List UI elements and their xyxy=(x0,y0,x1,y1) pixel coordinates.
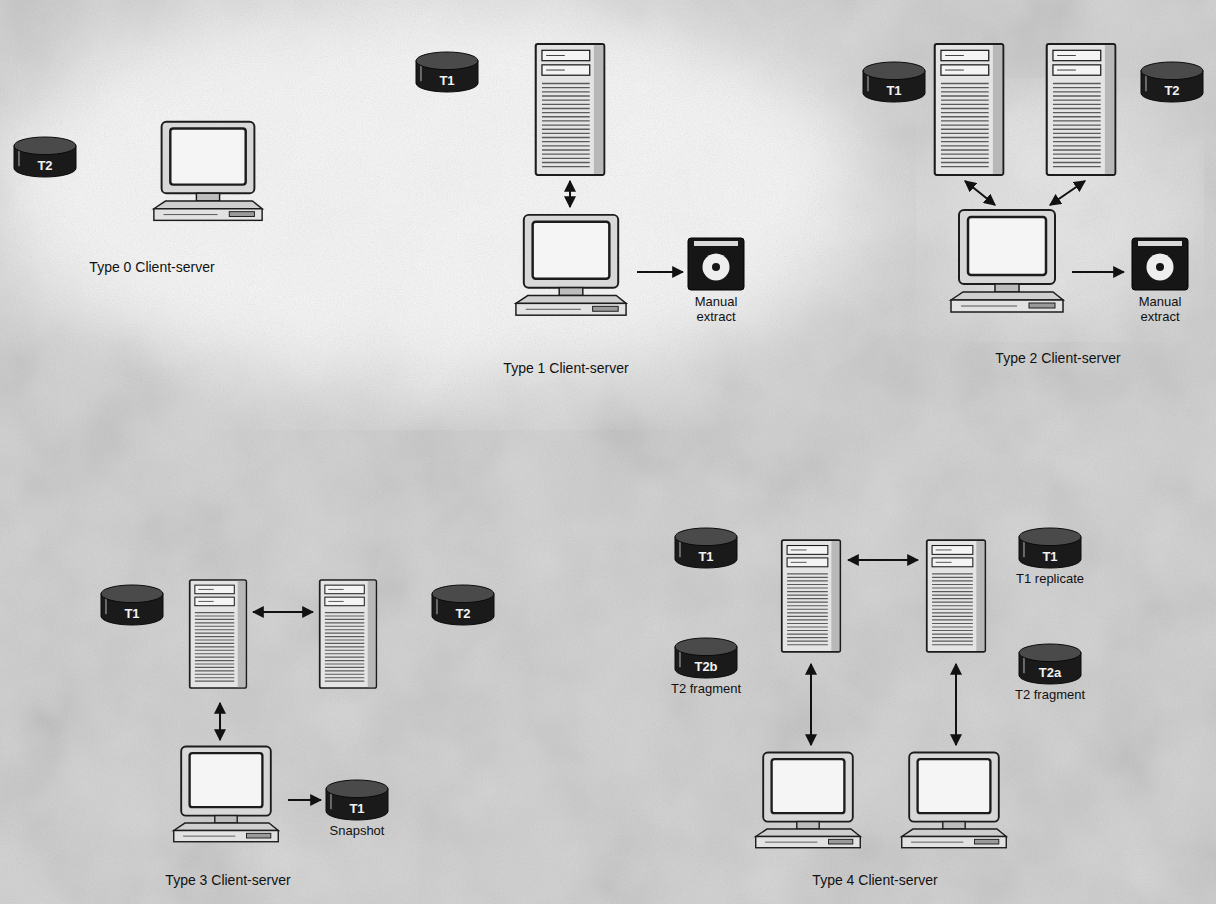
cylinder-top xyxy=(863,62,925,80)
database-cylinder: T1 xyxy=(675,528,737,568)
caption-text: Type 4 Client-server xyxy=(812,872,937,889)
server-tower xyxy=(935,44,1004,175)
table-name: T1 xyxy=(698,549,713,564)
arrow xyxy=(965,181,995,205)
floppy-hub xyxy=(1146,253,1173,280)
arrow xyxy=(955,664,957,745)
cylinder-highlight xyxy=(1023,541,1025,557)
cylinder-highlight xyxy=(420,65,422,81)
cylinder-highlight xyxy=(436,598,438,614)
table-name: T1 xyxy=(349,801,364,816)
arrow xyxy=(848,559,918,561)
cylinder-top xyxy=(326,780,388,798)
server-tower xyxy=(927,540,985,652)
floppy-strip xyxy=(1138,241,1182,246)
cylinder-top xyxy=(675,638,737,656)
cylinder-highlight xyxy=(18,150,20,166)
server-tower xyxy=(320,580,377,688)
floppy-strip xyxy=(694,241,738,246)
database-cylinder: T1Snapshot xyxy=(326,780,388,820)
cylinder-top xyxy=(416,52,478,70)
cylinder-top xyxy=(101,585,163,603)
client-computer xyxy=(174,747,279,842)
client-computer xyxy=(756,753,861,848)
cylinder-top xyxy=(1019,644,1081,662)
floppy-spindle xyxy=(712,263,720,271)
client-computer xyxy=(902,753,1007,848)
cylinder-highlight xyxy=(679,541,681,557)
cylinder-top xyxy=(14,137,76,155)
database-cylinder: T1 xyxy=(863,62,925,102)
cylinder-highlight xyxy=(679,651,681,667)
server-tower xyxy=(782,540,840,652)
cylinder-top xyxy=(432,585,494,603)
floppy-outline xyxy=(1132,238,1188,290)
server-tower xyxy=(536,44,605,175)
cylinder-highlight xyxy=(867,75,869,91)
floppy-outline xyxy=(688,238,744,290)
table-name: T2 xyxy=(37,158,52,173)
arrow xyxy=(1050,181,1085,205)
note-text: T2 fragment xyxy=(1015,687,1085,702)
table-name: T2b xyxy=(694,659,717,674)
database-cylinder: T1 xyxy=(101,585,163,625)
client-computer xyxy=(516,215,626,315)
floppy-disk: Manual extract xyxy=(688,238,744,290)
database-cylinder: T1T1 replicate xyxy=(1019,528,1081,568)
table-name: T1 xyxy=(886,83,901,98)
database-cylinder: T2 xyxy=(14,137,76,177)
table-name: T2 xyxy=(455,606,470,621)
arrow xyxy=(219,703,221,740)
floppy-body xyxy=(1132,238,1188,290)
caption-text: Type 3 Client-server xyxy=(165,872,290,889)
database-cylinder: T2aT2 fragment xyxy=(1019,644,1081,684)
note-text: Manual extract xyxy=(1124,294,1196,324)
caption-text: Type 2 Client-server xyxy=(995,350,1120,367)
note-text: T2 fragment xyxy=(671,681,741,696)
note-text: T1 replicate xyxy=(1016,571,1084,586)
note-text: Snapshot xyxy=(330,823,385,838)
table-name: T1 xyxy=(124,606,139,621)
cylinder-highlight xyxy=(1145,75,1147,91)
arrow xyxy=(569,181,571,207)
caption-text: Type 0 Client-server xyxy=(89,259,214,276)
server-tower xyxy=(190,580,247,688)
database-cylinder: T1 xyxy=(416,52,478,92)
arrow xyxy=(288,799,321,801)
table-name: T1 xyxy=(439,73,454,88)
client-computer xyxy=(154,122,262,221)
server-tower xyxy=(1047,44,1116,175)
database-cylinder: T2 xyxy=(1141,62,1203,102)
cylinder-highlight xyxy=(1023,657,1025,673)
cylinder-top xyxy=(675,528,737,546)
cylinder-top xyxy=(1019,528,1081,546)
table-name: T2 xyxy=(1164,83,1179,98)
cylinder-top xyxy=(1141,62,1203,80)
arrow xyxy=(810,664,812,745)
table-name: T1 xyxy=(1042,549,1057,564)
database-cylinder: T2 xyxy=(432,585,494,625)
database-cylinder: T2bT2 fragment xyxy=(675,638,737,678)
cylinder-highlight xyxy=(105,598,107,614)
floppy-spindle xyxy=(1156,263,1164,271)
arrow xyxy=(637,271,683,273)
floppy-body xyxy=(688,238,744,290)
floppy-disk: Manual extract xyxy=(1132,238,1188,290)
client-computer xyxy=(951,210,1063,312)
arrow xyxy=(1072,271,1124,273)
arrow xyxy=(253,611,313,613)
note-text: Manual extract xyxy=(680,294,752,324)
floppy-hub xyxy=(702,253,729,280)
caption-text: Type 1 Client-server xyxy=(503,360,628,377)
cylinder-highlight xyxy=(330,793,332,809)
table-name: T2a xyxy=(1039,665,1061,680)
